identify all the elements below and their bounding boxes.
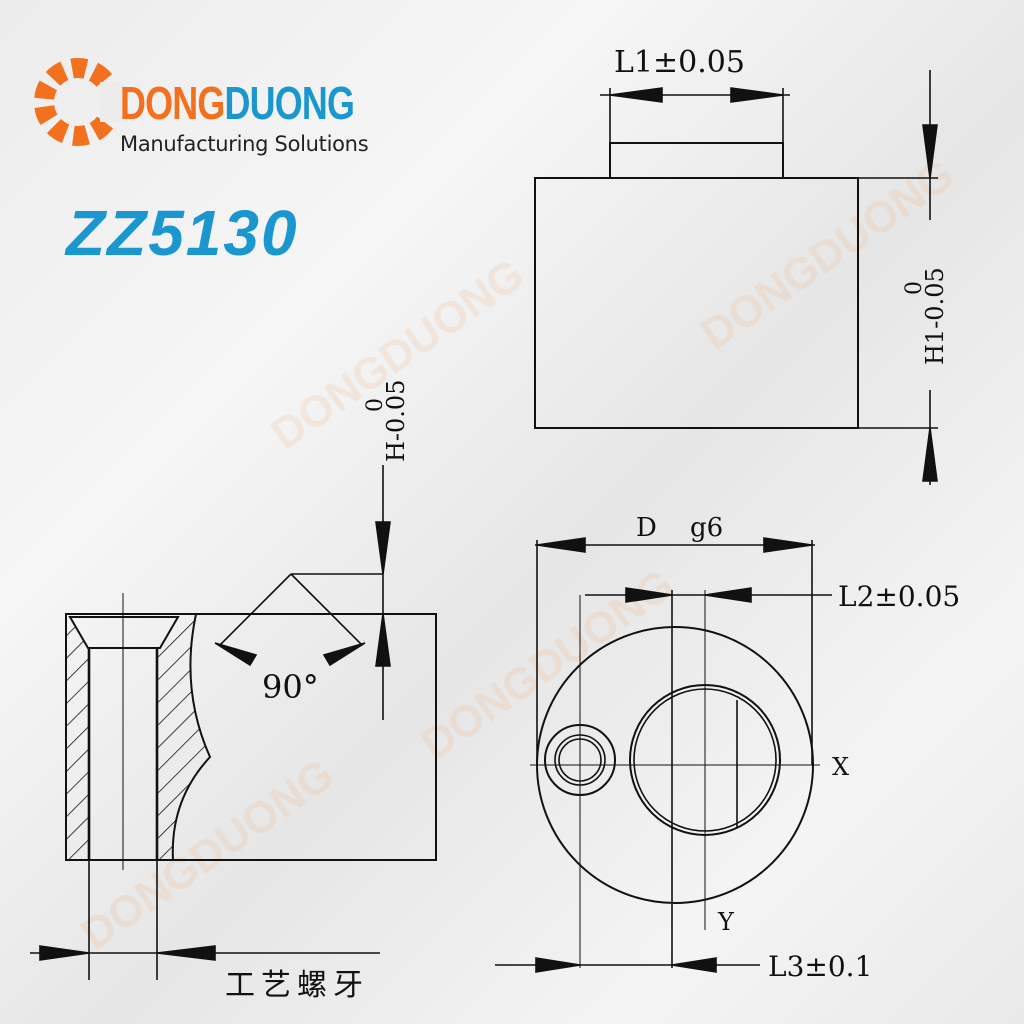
front-view bbox=[495, 537, 832, 973]
y-axis-label: Y bbox=[717, 908, 735, 936]
l2-label: L2±0.05 bbox=[838, 580, 960, 613]
gear-icon bbox=[34, 58, 124, 146]
h-tolerance-upper: 0 bbox=[363, 398, 388, 412]
h-label: H-0.05 bbox=[382, 380, 410, 462]
d-label: D bbox=[636, 513, 657, 543]
h1-label: H1-0.05 bbox=[921, 267, 949, 365]
x-axis-label: X bbox=[832, 753, 849, 781]
l1-label: L1±0.05 bbox=[614, 45, 745, 80]
brand-name: DONGDUONG bbox=[120, 77, 355, 129]
top-view bbox=[534, 70, 938, 485]
h1-tolerance-upper: 0 bbox=[902, 281, 927, 295]
section-view bbox=[30, 465, 437, 980]
l3-label: L3±0.1 bbox=[768, 950, 872, 983]
angle-label: 90° bbox=[262, 668, 319, 706]
thread-label: 工艺螺牙 bbox=[225, 968, 369, 1003]
brand-tagline: Manufacturing Solutions bbox=[120, 132, 369, 156]
model-number: ZZ5130 bbox=[66, 197, 299, 269]
d-fit-label: g6 bbox=[690, 513, 723, 543]
